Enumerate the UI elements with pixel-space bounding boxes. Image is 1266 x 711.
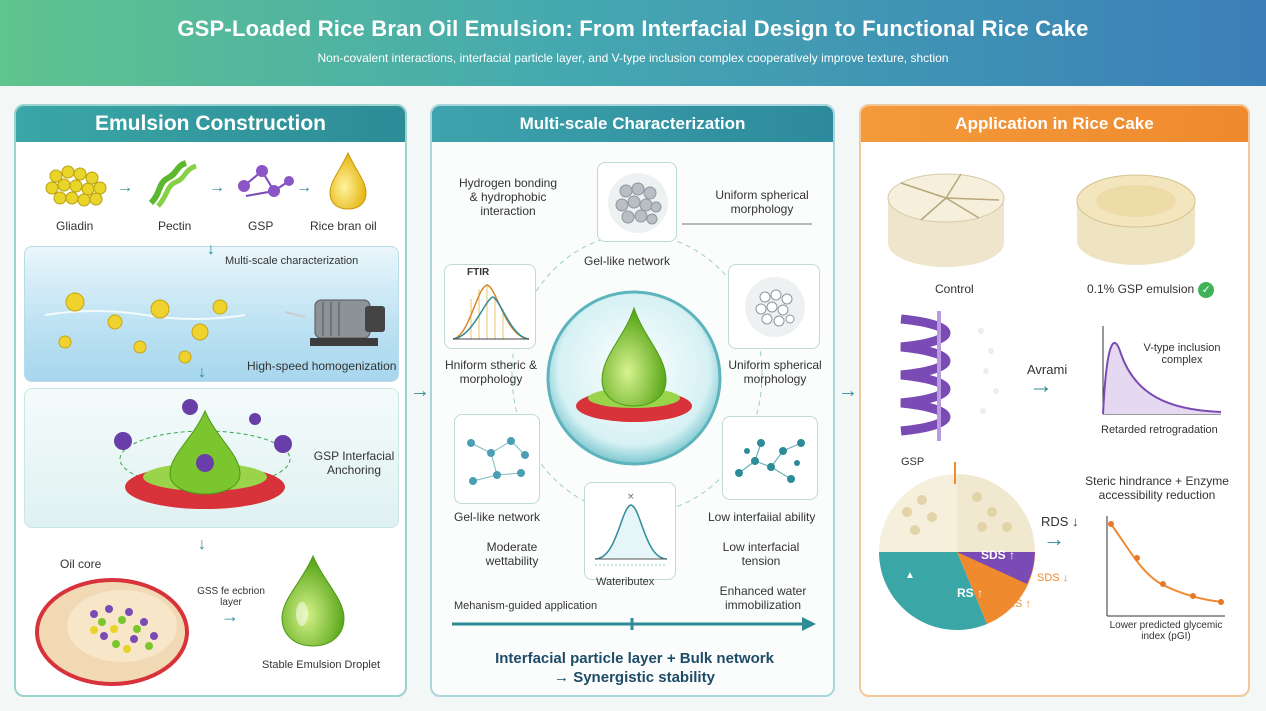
ftir-box: FTIR bbox=[444, 264, 536, 349]
uniform-mid-label: Uniform spherical morphology bbox=[728, 358, 822, 386]
pointer-line bbox=[682, 223, 812, 225]
page-title: GSP-Loaded Rice Bran Oil Emulsion: From … bbox=[177, 16, 1089, 41]
oil-core-cross-section-icon bbox=[35, 578, 189, 686]
pie-marker: ▲ bbox=[905, 570, 915, 581]
particles-icon bbox=[745, 277, 805, 337]
mechanism-arrow bbox=[452, 617, 816, 631]
panel-multiscale-characterization: Multi-scale Characterization Hydrogen bo… bbox=[430, 104, 835, 697]
helix-icon bbox=[900, 311, 999, 441]
step1-caption: High-speed homogenization bbox=[247, 359, 397, 373]
gliadin-icon bbox=[45, 165, 107, 207]
rs-small-label: RS ↑ bbox=[1007, 598, 1031, 610]
uniform-top-label: Uniform spherical morphology bbox=[715, 188, 809, 216]
low-ability-label: Low interfaiial ability bbox=[708, 510, 816, 524]
step1-label: Multi-scale characterization bbox=[225, 255, 359, 267]
ftir-label: FTIR bbox=[467, 267, 490, 278]
network-box-left bbox=[454, 414, 540, 504]
central-droplet-icon bbox=[546, 290, 722, 466]
sds-up-label: SDS ↑ bbox=[981, 548, 1016, 562]
arrow-icon: → bbox=[296, 179, 312, 196]
panel-title-application: Application in Rice Cake bbox=[861, 106, 1248, 142]
treated-label: 0.1% GSP emulsion✓ bbox=[1087, 282, 1215, 298]
label-gliadin: Gliadin bbox=[56, 219, 94, 233]
panel-title-emulsion: Emulsion Construction bbox=[16, 106, 405, 142]
conclusion-line1: Interfacial particle layer + Bulk networ… bbox=[495, 650, 774, 667]
droplet-caption: Stable Emulsion Droplet bbox=[262, 659, 381, 671]
arrow-icon: → bbox=[117, 179, 133, 196]
pgi-label: Lower predicted glycemic index (pGI) bbox=[1109, 620, 1223, 642]
moderate-label: Moderate wettability bbox=[485, 540, 539, 568]
glycemic-chart-icon bbox=[1106, 516, 1225, 617]
retarded-label: Retarded retrogradation bbox=[1101, 424, 1218, 436]
pectin-icon bbox=[148, 160, 197, 208]
arrow-down-icon: ↓ bbox=[207, 241, 215, 258]
arrow-down-icon: ↓ bbox=[198, 536, 206, 553]
svg-text:×: × bbox=[627, 492, 635, 502]
network-icon bbox=[467, 437, 529, 485]
avrami-label: Avrami bbox=[1027, 362, 1068, 377]
oil-drop-icon bbox=[329, 151, 367, 210]
label-pectin: Pectin bbox=[158, 219, 192, 233]
control-label: Control bbox=[935, 282, 974, 296]
arrow-icon: → bbox=[221, 606, 239, 626]
pie-chart-icon bbox=[879, 474, 1035, 630]
arrow-icon: → bbox=[209, 179, 225, 196]
treated-rice-cake-icon bbox=[1076, 174, 1196, 265]
water-label: Wateributex bbox=[596, 576, 655, 588]
steric-label: Steric hindrance + Enzyme accessibility … bbox=[1085, 474, 1229, 502]
tension-curve-icon: × bbox=[594, 492, 668, 566]
control-rice-cake-icon bbox=[887, 173, 1005, 267]
vtype-label: V-type inclusion complex bbox=[1143, 342, 1221, 366]
homogenization-box: ↓ Multi-scale characterization High-spee… bbox=[24, 241, 399, 382]
gsp-molecule-icon bbox=[238, 165, 294, 197]
arrow-down-icon: ↓ bbox=[198, 364, 206, 381]
gsp-label: GSP bbox=[901, 456, 925, 468]
retrogradation-chart-icon bbox=[1102, 326, 1222, 415]
gel-top-label: Gel-like network bbox=[584, 254, 671, 268]
panel-title-characterization: Multi-scale Characterization bbox=[432, 106, 833, 142]
step2-caption: GSP Interfacial Anchoring bbox=[313, 449, 395, 477]
check-icon: ✓ bbox=[1198, 282, 1215, 298]
anchored-droplet-icon bbox=[114, 399, 292, 509]
conclusion-line2: → Synergistic stability bbox=[554, 669, 715, 686]
label-rice-bran-oil: Rice bran oil bbox=[310, 219, 377, 233]
header-banner: GSP-Loaded Rice Bran Oil Emulsion: From … bbox=[0, 0, 1266, 86]
panel-emulsion-construction: Emulsion Construction Gliadin → Pectin →… bbox=[14, 104, 407, 697]
rds-label: RDS ↓ bbox=[1041, 514, 1079, 529]
low-tension-label: Low interfacial tension bbox=[722, 540, 800, 568]
particles-icon bbox=[608, 173, 668, 233]
network-box-right bbox=[722, 416, 818, 500]
gel-bottom-label: Gel-like network bbox=[454, 510, 541, 524]
arrow-icon: → bbox=[838, 380, 858, 402]
ftir-spectrum-icon bbox=[452, 284, 530, 340]
network-icon bbox=[735, 439, 805, 483]
arrow-icon: → bbox=[1043, 526, 1065, 551]
sds-down-label: SDS ↓ bbox=[1037, 572, 1069, 584]
page-subtitle: Non-covalent interactions, interfacial p… bbox=[317, 51, 949, 65]
enhanced-label: Enhanced water immobilization bbox=[719, 584, 807, 612]
rs-up-label: RS ↑ bbox=[957, 586, 984, 600]
oil-core-label: Oil core bbox=[60, 557, 102, 571]
panel-application-rice-cake: Application in Rice Cake Control 0.1% GS… bbox=[859, 104, 1250, 697]
hbond-label: Hydrogen bonding & hydrophobic interacti… bbox=[458, 176, 558, 218]
sem-box-top bbox=[597, 162, 677, 242]
layer-label: GSS fe ecbrion layer bbox=[197, 586, 265, 608]
divider-line bbox=[954, 462, 956, 484]
tension-box: × bbox=[584, 482, 676, 580]
anchoring-box: GSP Interfacial Anchoring bbox=[24, 388, 399, 528]
arrow-icon: → bbox=[410, 380, 430, 402]
hniform-label: Hniform stheric & morphology bbox=[444, 358, 538, 386]
sem-box-right bbox=[728, 264, 820, 349]
homogenizer-icon bbox=[284, 299, 385, 346]
label-gsp: GSP bbox=[248, 219, 274, 233]
arrow-icon: → bbox=[1029, 372, 1053, 399]
stable-droplet-icon bbox=[281, 554, 345, 647]
oil-droplets-icon bbox=[44, 292, 246, 364]
mechanism-label: Mehanism-guided application bbox=[454, 600, 598, 612]
treated-label-text: 0.1% GSP emulsion bbox=[1087, 282, 1195, 297]
